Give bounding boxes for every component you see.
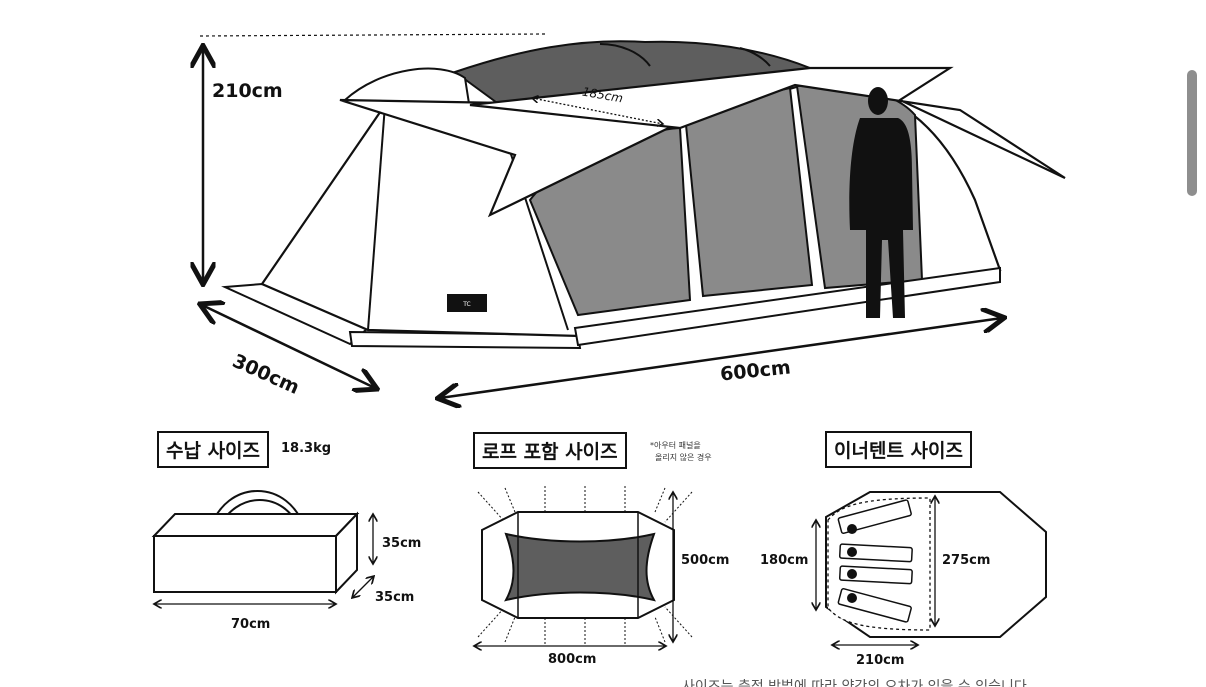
roof-size-title: 로프 포함 사이즈 xyxy=(473,432,627,469)
depth-arrow xyxy=(202,305,375,388)
storage-depth-label: 35cm xyxy=(375,590,415,605)
storage-height-label: 35cm xyxy=(382,536,422,551)
storage-bag-drawing xyxy=(151,490,440,618)
svg-text:TC: TC xyxy=(462,301,471,308)
page-scrollbar[interactable] xyxy=(1187,70,1197,196)
length-arrow xyxy=(440,318,1002,398)
storage-size-title: 수납 사이즈 xyxy=(157,431,270,468)
inner-width-label: 210cm xyxy=(856,653,905,668)
tent-illustration: TC xyxy=(0,33,1066,420)
inner-height-left-label: 180cm xyxy=(760,553,809,568)
person-silhouette xyxy=(849,87,913,318)
storage-width-label: 70cm xyxy=(231,617,271,632)
roof-width-label-bottom: 800cm xyxy=(548,652,597,667)
footer-disclaimer: 사이즈는 측정 방법에 따라 약간의 오차가 있을 수 있습니다 xyxy=(682,679,1027,687)
height-label: 210cm xyxy=(212,80,283,102)
roof-dark-panel xyxy=(452,40,811,107)
storage-weight: 18.3kg xyxy=(281,441,332,456)
inner-tent-drawing xyxy=(800,491,1047,662)
roof-layout-drawing xyxy=(470,486,693,682)
roof-note-line1: *아우터 패널을 xyxy=(650,441,701,450)
roof-note-line2: 올리지 않은 경우 xyxy=(655,453,712,462)
front-awning xyxy=(339,98,690,218)
height-reference-line xyxy=(199,33,546,37)
inner-tent-size-title: 이너텐트 사이즈 xyxy=(825,431,972,468)
inner-height-right-label: 275cm xyxy=(942,553,991,568)
roof-depth-label: 500cm xyxy=(681,553,730,568)
